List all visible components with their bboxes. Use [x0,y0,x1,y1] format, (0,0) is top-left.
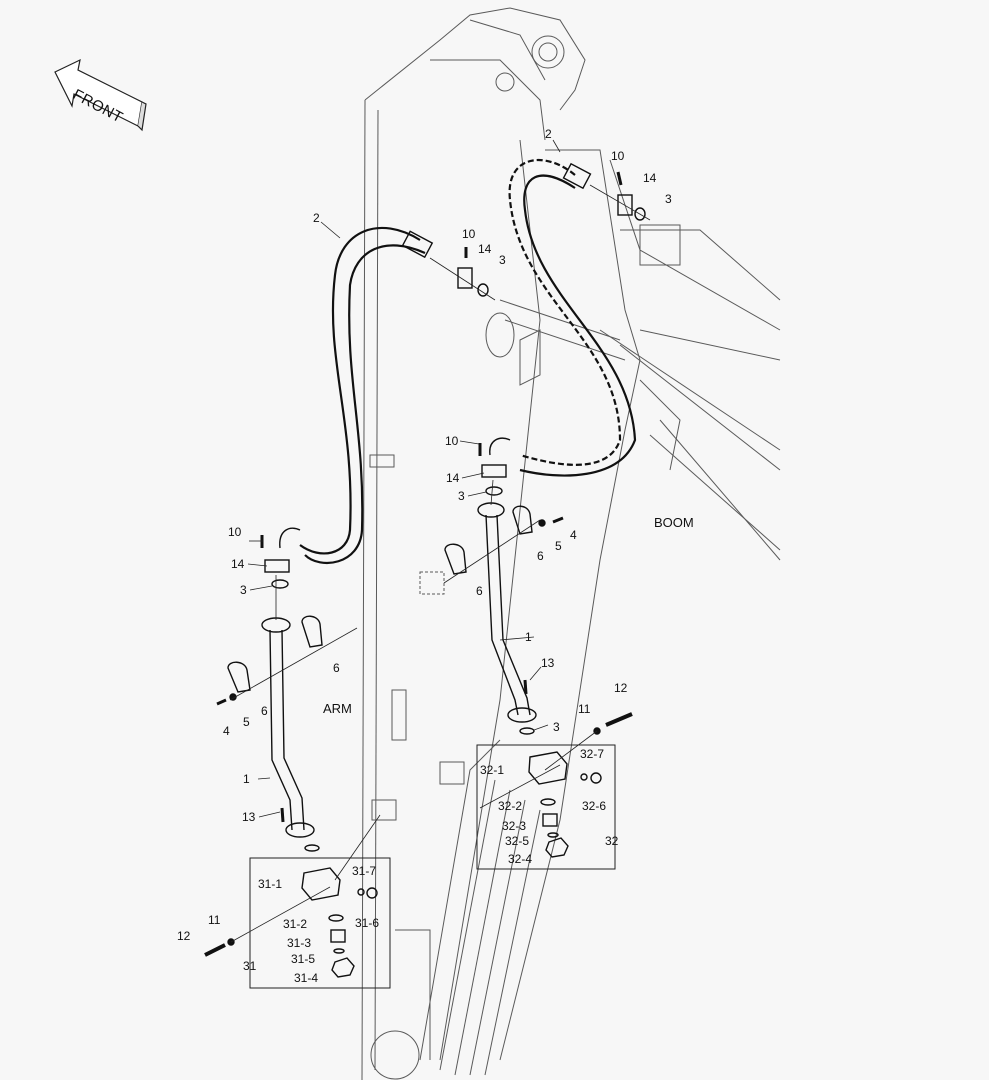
part-callout: 6 [476,584,483,598]
part-callout: 31-7 [352,864,377,878]
part-callout: 5 [243,715,250,729]
arm-label: ARM [323,701,352,716]
part-callout: 3 [240,583,247,597]
part-callout: 11 [208,913,221,927]
part-callout: 31-5 [291,952,316,966]
part-callout: 32-6 [582,799,607,813]
part-callout: 10 [611,149,625,163]
part-callout: 32 [605,834,619,848]
part-callout: 10 [462,227,476,241]
part-callout: 3 [553,720,560,734]
part-callout: 13 [242,810,256,824]
part-callout: 4 [223,724,230,738]
boom-label: BOOM [654,515,694,530]
hose-2-boom [508,158,622,466]
part-callout: 14 [446,471,460,485]
part-callout: 6 [333,661,340,675]
part-callout: 31-2 [283,917,308,931]
part-callout: 32-7 [580,747,605,761]
part-callout: 31 [243,959,257,973]
arm-top-outline [364,7,586,111]
detail-box-31 [249,857,391,989]
part-callout: 6 [537,549,544,563]
part-callout: 2 [545,127,552,141]
part-callout: 32-3 [502,819,527,833]
part-callout: 1 [243,772,250,786]
part-callout: 14 [643,171,657,185]
part-callout: 32-2 [498,799,523,813]
part-callout: 13 [541,656,555,670]
part-callout: 3 [665,192,672,206]
part-callout: 3 [499,253,506,267]
part-callout: 3 [458,489,465,503]
pipe-1-left [269,629,293,831]
part-callout: 32-5 [505,834,530,848]
valve-block-32 [528,751,568,785]
part-callout: 10 [445,434,459,448]
hose-2-arm [299,226,421,555]
part-callout: 31-4 [294,971,319,985]
part-callout: 4 [570,528,577,542]
part-callout: 6 [261,704,268,718]
part-callout: 12 [177,929,191,943]
pipe-1-right [485,514,519,716]
part-callout: 31-1 [258,877,283,891]
part-callout: 11 [578,702,591,716]
valve-block-31 [301,867,341,901]
part-callout: 12 [614,681,628,695]
part-callout: 5 [555,539,562,553]
part-callout: 2 [313,211,320,225]
part-callout: 1 [525,630,532,644]
front-arrow-icon [54,58,147,132]
part-callout: 14 [478,242,492,256]
part-callout: 31-6 [355,916,380,930]
detail-box-32 [476,744,616,870]
part-callout: 31-3 [287,936,312,950]
part-callout: 32-1 [480,763,505,777]
part-callout: 10 [228,525,242,539]
part-callout: 14 [231,557,245,571]
part-callout: 32-4 [508,852,533,866]
